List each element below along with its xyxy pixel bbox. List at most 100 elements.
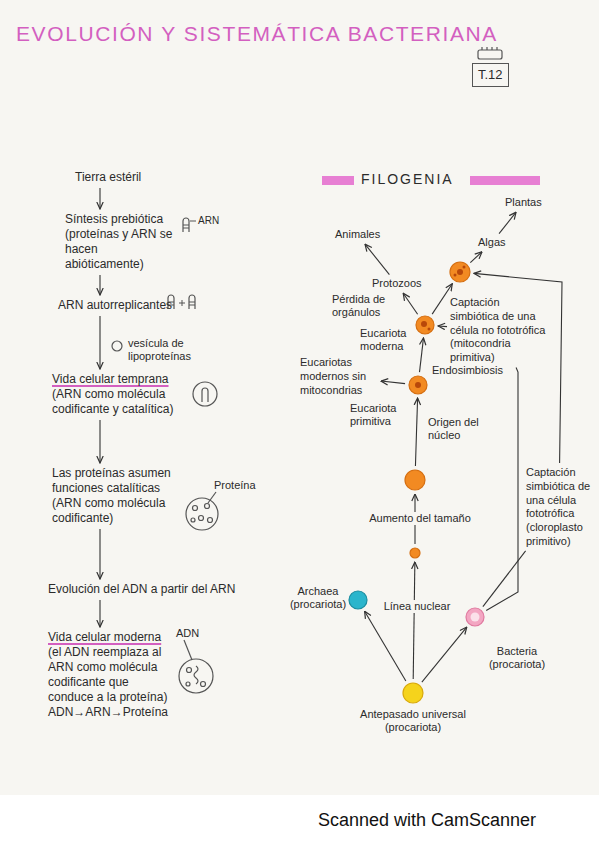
- node-text: ARN autorreplicantes: [58, 298, 172, 313]
- node-text: Las proteínas asumen funciones catalític…: [52, 466, 178, 526]
- node-text: Animales: [335, 228, 380, 242]
- highlight-bar: [470, 176, 540, 185]
- lineage-circle: [449, 261, 471, 283]
- edge-label: Aumento del tamaño: [362, 512, 478, 525]
- step-text: Las proteínas asumen funciones catalític…: [52, 466, 178, 526]
- node-text: Evolución del ADN a partir del ARN: [48, 582, 235, 597]
- step-text: ARN autorreplicantes: [58, 298, 172, 313]
- step-text: Vida celular temprana(ARN como molécula …: [52, 372, 180, 417]
- connector-arrow: [403, 293, 417, 314]
- tree-leaf-text: Plantas: [505, 196, 542, 210]
- organelle-dot: [428, 328, 431, 331]
- organelle-dot: [415, 382, 421, 388]
- step-text: Evolución del ADN a partir del ARN: [48, 582, 235, 597]
- step-heading: Vida celular temprana: [52, 372, 180, 387]
- rna-hairpin-icon: [183, 218, 189, 232]
- step-text: Vida celular moderna(el ADN reemplaza al…: [48, 630, 174, 720]
- node-text: Protozoos: [372, 277, 422, 291]
- highlight-bar: [322, 176, 354, 185]
- icon-label: ADN: [176, 627, 199, 640]
- circle-shape: [404, 469, 426, 491]
- paper: [0, 0, 599, 795]
- connector-arrow: [422, 627, 467, 682]
- leader-line: [190, 221, 196, 222]
- connector-arrow: [365, 244, 389, 275]
- node-text: T.12: [478, 67, 503, 83]
- node-text: Captación simbiótica de una célula no fo…: [450, 296, 550, 365]
- circle-shape: [449, 261, 471, 283]
- plus-sign: [179, 300, 185, 306]
- lineage-circle: Antepasado universal (procariota): [402, 682, 424, 704]
- modern-cell-icon: [179, 640, 213, 693]
- circle-fill: [403, 683, 423, 703]
- organelle-dot: [454, 274, 457, 277]
- circle-fill: [405, 470, 425, 490]
- tree-leaf-text: Eucariotas modernos sin mitocondrias: [300, 356, 378, 397]
- connector-arrow: [381, 381, 405, 384]
- lineage-circle: Eucariota moderna: [415, 315, 435, 335]
- watermark: Scanned with CamScanner: [318, 810, 536, 832]
- circle-shape: [415, 315, 435, 335]
- circle-label: Eucariota moderna: [360, 327, 413, 353]
- page-title: EVOLUCIÓN Y SISTEMÁTICA BACTERIANA: [16, 22, 498, 46]
- circle-fill: [450, 262, 470, 282]
- lineage-circle: [409, 547, 421, 559]
- circle-label: Archaea (procariota): [286, 585, 350, 611]
- lineage-circle: [404, 469, 426, 491]
- calendar-icon: [478, 47, 502, 59]
- circle-fill: [409, 376, 427, 394]
- organelle-dot: [457, 269, 463, 275]
- circle-label: Eucariota primitiva: [350, 402, 408, 428]
- node-text: Eucariotas modernos sin mitocondrias: [300, 356, 378, 397]
- circle-fill: [410, 548, 420, 558]
- circle-shape: [402, 682, 424, 704]
- connector-arrow: [470, 252, 482, 263]
- circle-shape: [465, 607, 485, 627]
- circle-fill: [349, 591, 367, 609]
- node-text: Captación simbiótica de una célula fotot…: [526, 466, 592, 549]
- organelle-dot: [421, 321, 427, 327]
- node-text: Algas: [478, 236, 506, 250]
- edge-label: Pérdida de orgánulos: [332, 293, 396, 319]
- icon-label: Proteína: [214, 479, 256, 492]
- circle-fill: [416, 316, 434, 334]
- topic-box: T.12: [472, 63, 509, 87]
- early-cell-icon: [193, 382, 217, 406]
- organelle-dot: [463, 266, 466, 269]
- connector-arrow: [99, 529, 100, 579]
- edge-label: Línea nuclear: [381, 600, 453, 613]
- connector-arrow: [99, 600, 100, 627]
- step-text: Tierra estéril: [75, 170, 141, 185]
- lineage-circle: Archaea (procariota): [348, 590, 368, 610]
- connector-arrow: [99, 420, 100, 463]
- edge-label: Endosimbiosis: [432, 364, 512, 377]
- circle-shape: [409, 547, 421, 559]
- protein-cell-icon: [186, 492, 218, 530]
- tree-leaf-text: Captación simbiótica de una célula fotot…: [526, 466, 592, 549]
- tree-leaf-text: Protozoos: [372, 277, 422, 291]
- lineage-circle: Bacteria (procariota): [465, 607, 485, 627]
- connector-arrow: [99, 316, 100, 369]
- connector-arrow: [420, 338, 424, 372]
- circle-label: Bacteria (procariota): [484, 645, 550, 671]
- tree-leaf-text: Captación simbiótica de una célula no fo…: [450, 296, 550, 365]
- connector-arrow: [499, 212, 516, 234]
- node-text: (ARN como molécula codificante y catalít…: [52, 387, 180, 417]
- step-text: Síntesis prebiótica (proteínas y ARN se …: [65, 212, 177, 272]
- circle-shape: [408, 375, 428, 395]
- connector-arrow: [438, 325, 447, 327]
- connector-arrow: [413, 562, 415, 679]
- circle-center: [471, 613, 480, 622]
- connector-arrow: [99, 188, 100, 209]
- node-text: (el ADN reemplaza al ARN como molécula c…: [48, 645, 174, 720]
- rna-hairpin-icon: [189, 295, 195, 309]
- circle-fill: [466, 608, 484, 626]
- connector-arrow: [486, 368, 518, 611]
- connector-arrow: [432, 284, 452, 314]
- icon-label: ARN: [198, 215, 219, 227]
- connector-arrow: [99, 275, 100, 295]
- circle-label: Antepasado universal (procariota): [348, 708, 478, 734]
